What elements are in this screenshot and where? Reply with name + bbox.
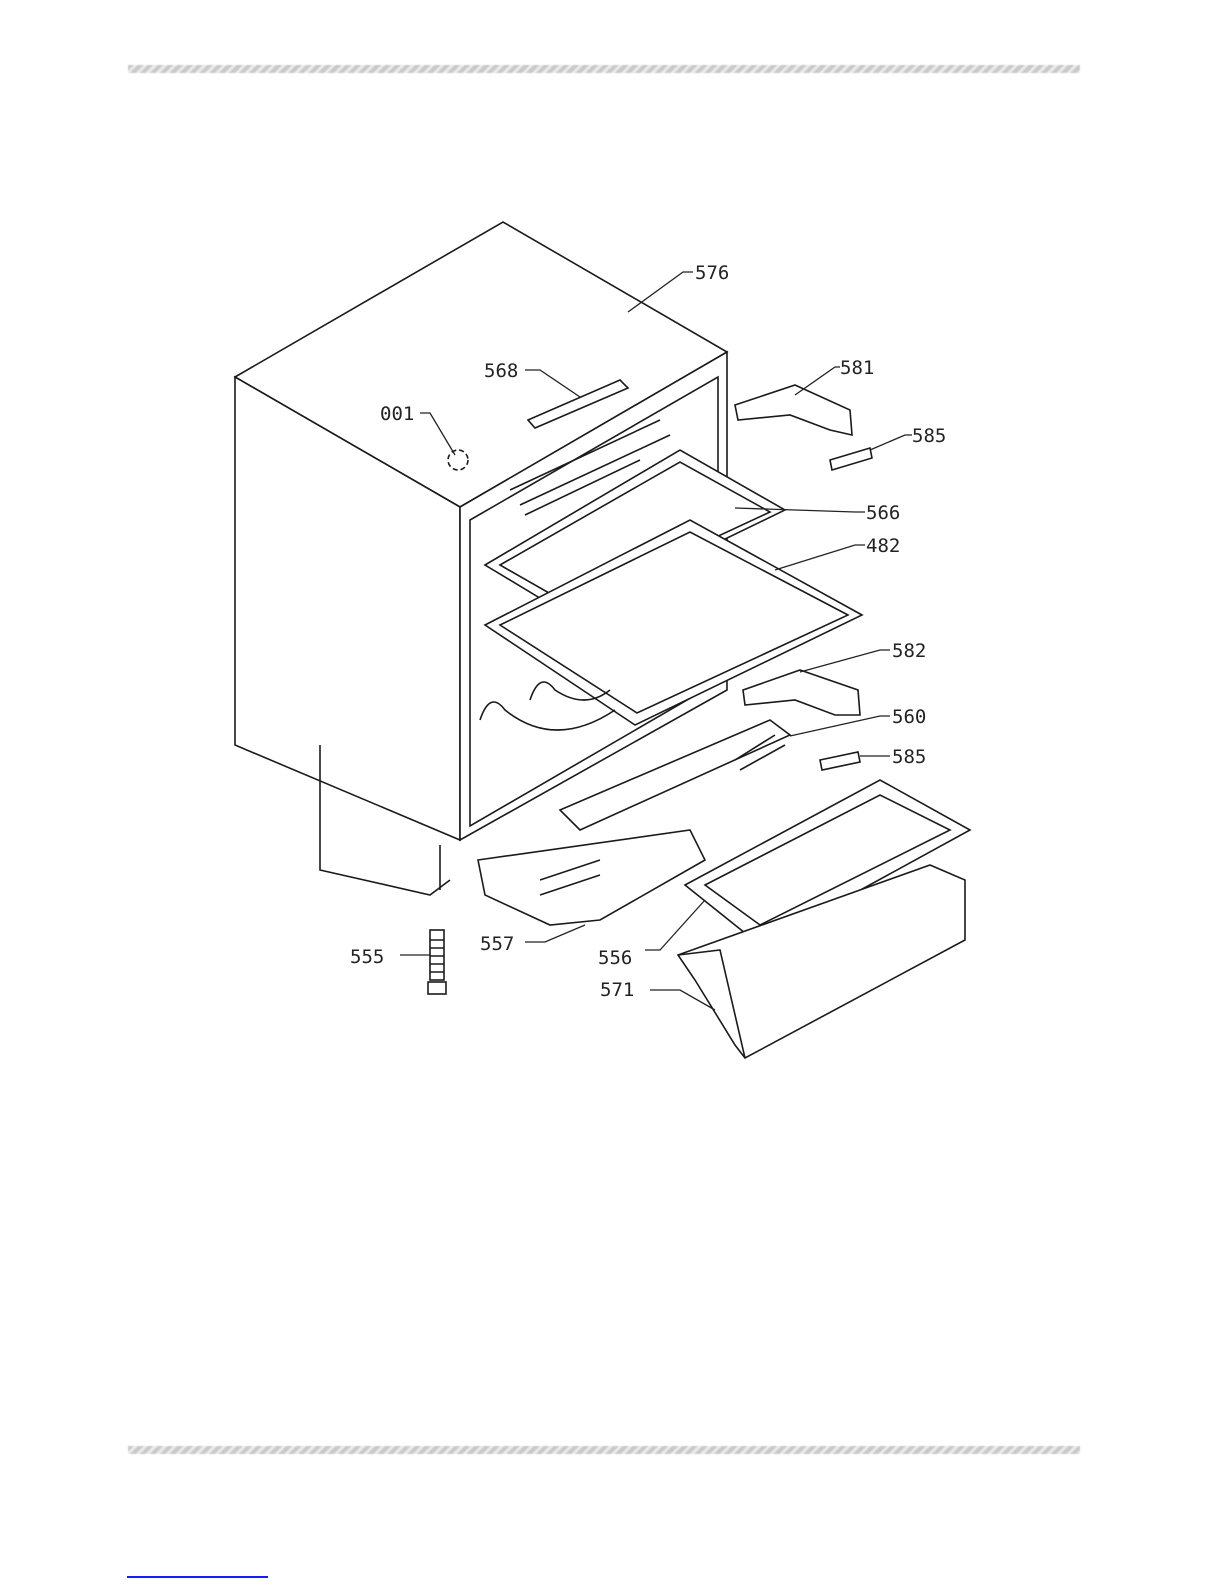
evaporator-grille	[509, 419, 671, 516]
label-555: 555	[350, 946, 384, 968]
label-581: 581	[840, 357, 874, 379]
label-568: 568	[484, 360, 518, 382]
foot-screw-555	[427, 929, 447, 995]
label-001: 001	[380, 403, 414, 425]
cover-585-bottom	[819, 751, 861, 771]
part-001	[447, 449, 469, 471]
part-568	[526, 379, 630, 429]
tray-556	[683, 779, 972, 946]
footer-link[interactable]	[127, 1565, 268, 1578]
leader-lines	[400, 271, 912, 1011]
control-panel-560	[558, 719, 792, 831]
label-585-bottom: 585	[892, 746, 926, 768]
footer-divider	[128, 1446, 1080, 1454]
label-566: 566	[866, 502, 900, 524]
cover-585-top	[829, 446, 873, 472]
label-560: 560	[892, 706, 926, 728]
crisper-box-571	[676, 864, 966, 1060]
header-divider	[128, 65, 1080, 73]
hinge-582	[742, 669, 861, 716]
label-571: 571	[600, 979, 634, 1001]
label-557: 557	[480, 933, 514, 955]
shelf-482	[483, 519, 864, 726]
label-556: 556	[598, 947, 632, 969]
label-582: 582	[892, 640, 926, 662]
label-482: 482	[866, 535, 900, 557]
label-576: 576	[695, 262, 729, 284]
label-585-top: 585	[912, 425, 946, 447]
hinge-581	[734, 384, 853, 437]
